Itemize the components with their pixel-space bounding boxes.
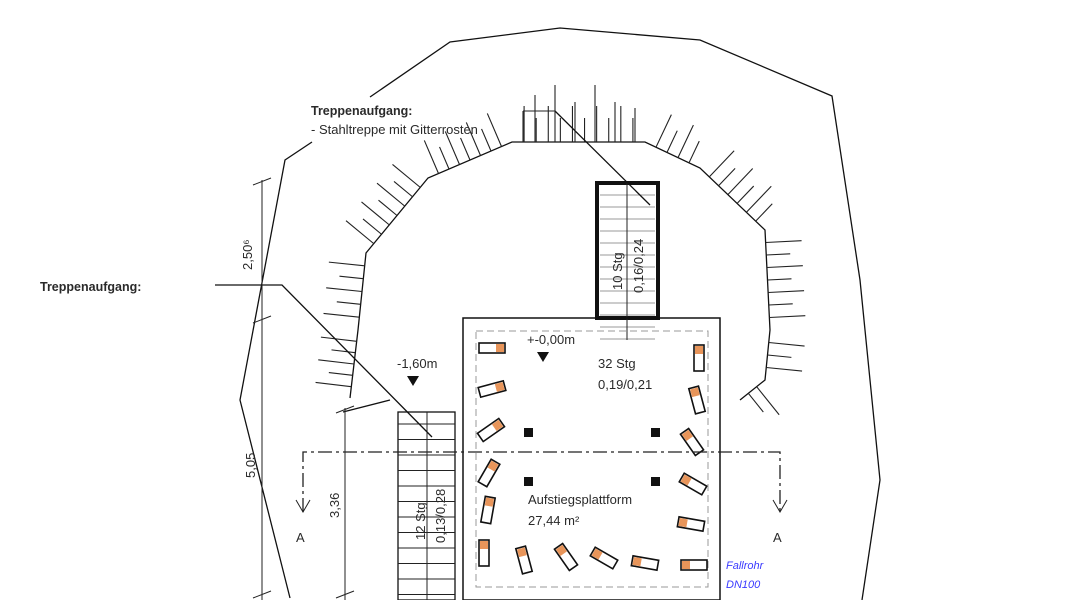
- leader-line-top: [554, 110, 651, 206]
- hatch-tick: [481, 128, 492, 152]
- hatch-tick: [766, 366, 803, 372]
- hatch-tick: [336, 301, 361, 305]
- downpipe-label: Fallrohr: [726, 560, 765, 572]
- left-stair-title: Treppenaufgang:: [40, 280, 141, 294]
- hatch-tick: [318, 359, 355, 365]
- hatch-tick: [655, 114, 672, 148]
- left-stair-ratio: 0,13/0,28: [433, 489, 448, 543]
- platform-outline: [462, 317, 721, 600]
- hatch-tick: [439, 146, 450, 170]
- leader-line-left: [215, 284, 433, 438]
- hatch-tick: [688, 140, 700, 164]
- dimension-lines: [252, 177, 355, 600]
- top-stair-ratio: 0,16/0,24: [631, 239, 646, 293]
- hatch-tick: [766, 265, 803, 269]
- seat: [553, 542, 579, 572]
- hatch-tick: [768, 303, 793, 306]
- dimension-lower: 3,36: [327, 493, 342, 518]
- hatch-tick: [328, 371, 353, 376]
- rock-hatching: [315, 106, 806, 416]
- seat: [478, 342, 506, 354]
- hatch-tick: [326, 287, 363, 293]
- seat: [514, 545, 534, 575]
- main-stair-ratio: 0,19/0,21: [598, 377, 652, 392]
- seat: [479, 495, 497, 525]
- hatch-tick: [727, 168, 754, 195]
- hatch-tick: [328, 261, 365, 267]
- top-stair-steps: 10 Stg: [610, 252, 625, 290]
- hatch-tick: [756, 386, 780, 416]
- hatch-tick: [767, 278, 792, 281]
- seat: [630, 554, 660, 572]
- seat: [476, 417, 506, 443]
- seat: [687, 385, 707, 415]
- hatch-tick: [423, 140, 440, 174]
- hatch-tick: [465, 122, 482, 156]
- hatch-tick: [361, 201, 390, 226]
- hatch-tick: [746, 185, 772, 213]
- hatch-tick: [315, 381, 352, 388]
- hatch-tick: [323, 312, 360, 318]
- hatch-tick: [362, 218, 382, 235]
- column-markers: [524, 428, 660, 486]
- seat: [676, 515, 706, 533]
- hatch-tick: [376, 182, 406, 207]
- platform-name: Aufstiegsplattform: [528, 492, 632, 507]
- hatch-tick: [331, 349, 356, 354]
- hatch-tick: [666, 130, 678, 153]
- level-minus-label: -1,60m: [397, 356, 437, 371]
- platform-area: 27,44 m²: [528, 513, 580, 528]
- hatch-tick: [444, 131, 461, 165]
- seat: [589, 546, 619, 570]
- hatch-tick: [378, 199, 398, 216]
- top-stair-title: Treppenaufgang:: [311, 104, 412, 118]
- seating-ring: [476, 342, 708, 575]
- section-label-right: A: [773, 530, 782, 545]
- hatch-tick: [393, 181, 413, 198]
- hatch-tick: [392, 164, 421, 188]
- seat: [680, 559, 708, 571]
- downpipe-size: DN100: [726, 579, 761, 591]
- seat: [477, 379, 507, 399]
- left-stair-steps: 12 Stg: [413, 502, 428, 540]
- seat: [678, 472, 708, 496]
- dimension-total: 5,05: [243, 453, 258, 478]
- steel-stair-railing: [522, 85, 636, 142]
- hatch-tick: [320, 336, 357, 342]
- hatch-tick: [460, 137, 471, 161]
- hatch-tick: [736, 185, 755, 204]
- level-zero-label: +-0,00m: [527, 332, 575, 347]
- hatch-tick: [767, 354, 792, 358]
- seat: [478, 539, 490, 567]
- hatch-tick: [677, 124, 694, 158]
- section-label-left: A: [296, 530, 305, 545]
- seat: [679, 427, 705, 457]
- dimension-top: 2,50⁶: [240, 239, 255, 270]
- hatch-tick: [708, 150, 735, 178]
- main-stair-steps: 32 Stg: [598, 356, 636, 371]
- tunnel-edge: [342, 399, 391, 413]
- section-line: [302, 451, 781, 512]
- hatch-tick: [765, 240, 802, 244]
- hatch-tick: [768, 341, 805, 347]
- hatch-tick: [747, 392, 764, 413]
- hatch-tick: [769, 315, 806, 319]
- hatch-tick: [766, 253, 791, 256]
- seat: [477, 458, 501, 488]
- hatch-tick: [755, 203, 773, 222]
- platform-dashed-edge: [475, 330, 709, 588]
- seat: [693, 344, 705, 372]
- hatch-tick: [339, 275, 364, 280]
- outer-cave-outline-top: [369, 27, 881, 600]
- top-stair-description: - Stahltreppe mit Gitterrosten: [311, 122, 478, 137]
- hatch-tick: [718, 167, 736, 187]
- hatch-tick: [345, 220, 375, 245]
- hatch-tick: [486, 113, 503, 147]
- hatch-tick: [768, 290, 805, 294]
- section-arrows: [295, 499, 788, 513]
